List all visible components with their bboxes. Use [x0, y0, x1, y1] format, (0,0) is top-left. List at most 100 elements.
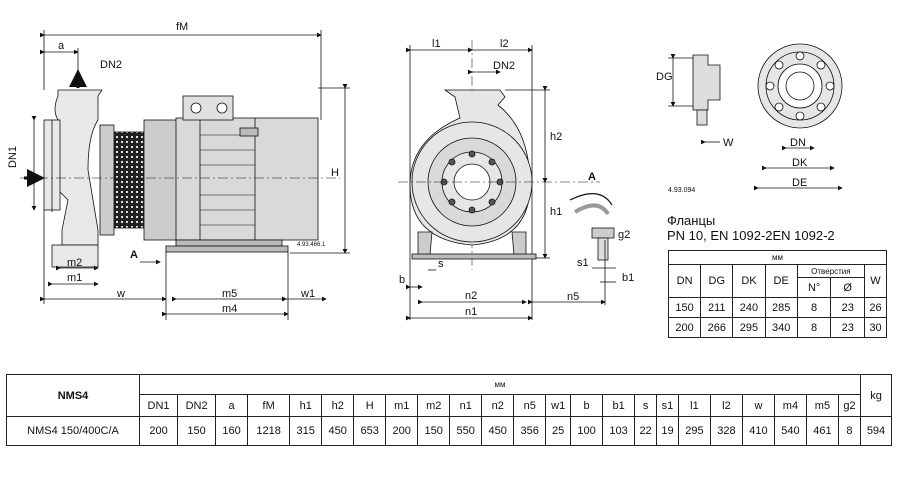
cell-m5: 461	[805, 416, 839, 446]
dim-DN1: DN1	[7, 146, 19, 168]
cell-b1: 103	[602, 416, 636, 446]
dim-l2: l2	[500, 38, 509, 50]
side-view-labels: fM a DN2 DN1 H A m2 m1 w m5 w1 m4 4.93.4…	[7, 21, 339, 315]
cell: 8	[796, 297, 832, 318]
column-header-n5: n5	[513, 394, 547, 417]
flange-unit: мм	[668, 250, 887, 265]
model-header: NMS4	[6, 374, 140, 417]
table-row: 150 211 240 285 8 23 26	[667, 297, 888, 318]
cell-fm: 1218	[247, 416, 291, 446]
flange-header-w: W	[863, 264, 888, 298]
column-header-h: H	[353, 394, 387, 417]
column-header-dn2: DN2	[177, 394, 217, 417]
cell: 23	[830, 297, 865, 318]
cell-h: 653	[353, 416, 387, 446]
dim-DN2: DN2	[100, 59, 122, 71]
flange-table: мм DN DG DK DE Отверстия W N° Ø 150 211 …	[667, 250, 888, 338]
cell-m4: 540	[773, 416, 807, 446]
dim-W: W	[723, 137, 734, 149]
cell-s: 22	[634, 416, 658, 446]
front-view	[398, 40, 616, 321]
column-header-b: b	[570, 394, 604, 417]
dim-n2: n2	[465, 290, 477, 302]
cell: 150	[667, 297, 702, 318]
cell-w1: 25	[545, 416, 572, 446]
column-header-m4: m4	[773, 394, 807, 417]
column-header-m2: m2	[417, 394, 451, 417]
flange-view-labels: DG W DN DK DE 4.93.094	[656, 71, 808, 194]
column-header-l1: l1	[677, 394, 711, 417]
weight-header: kg	[860, 374, 892, 417]
column-header-n1: n1	[449, 394, 483, 417]
dim-m5: m5	[222, 288, 237, 300]
dim-fM: fM	[176, 21, 188, 33]
cell: 340	[764, 317, 798, 338]
dim-w: w	[116, 288, 125, 300]
cell: 200	[667, 317, 702, 338]
cell-dn2: 150	[177, 416, 217, 446]
cell-weight: 594	[860, 416, 892, 446]
flange-header-de: DE	[764, 264, 798, 298]
column-header-fm: fM	[247, 394, 291, 417]
view-A-front: A	[588, 171, 596, 183]
column-header-s: s	[634, 394, 658, 417]
column-header-h2: h2	[321, 394, 355, 417]
flange-title-line1: Фланцы	[667, 213, 716, 228]
dim-m2: m2	[67, 257, 82, 269]
flange-subheader-n: N°	[796, 277, 832, 298]
flange-drawing-ref: 4.93.094	[668, 187, 695, 194]
column-header-g2: g2	[837, 394, 862, 417]
column-header-l2: l2	[709, 394, 743, 417]
cell-w: 410	[741, 416, 775, 446]
dim-s: s	[438, 258, 444, 270]
cell-s1: 19	[656, 416, 679, 446]
dim-DG: DG	[656, 71, 673, 83]
flange-subheader-d: Ø	[830, 277, 865, 298]
dim-DE: DE	[792, 177, 807, 189]
cell: 285	[764, 297, 798, 318]
dim-g2: g2	[618, 229, 630, 241]
dim-DN2-front: DN2	[493, 60, 515, 72]
dim-n5: n5	[567, 291, 579, 303]
cell: 295	[732, 317, 766, 338]
dim-s1: s1	[577, 257, 589, 269]
dim-h1: h1	[550, 206, 562, 218]
main-unit: мм	[139, 374, 861, 395]
cell-h1: 315	[289, 416, 323, 446]
flange-header-dg: DG	[700, 264, 734, 298]
flange-header-dk: DK	[732, 264, 766, 298]
column-header-n2: n2	[481, 394, 515, 417]
table-row: 200 266 295 340 8 23 30	[667, 317, 888, 338]
cell: 23	[830, 317, 865, 338]
dim-m4: m4	[222, 303, 237, 315]
drawing-ref: 4.93.466.1	[297, 242, 326, 248]
front-view-labels: l1 l2 DN2 h2 h1 A b s n2 n5 n1 g2 s1 b1	[399, 38, 634, 318]
column-header-dn1: DN1	[138, 394, 179, 417]
cell-l2: 328	[709, 416, 743, 446]
column-header-s1: s1	[656, 394, 679, 417]
cell-n5: 356	[513, 416, 547, 446]
cell-dn1: 200	[138, 416, 179, 446]
cell-g2: 8	[837, 416, 862, 446]
dim-l1: l1	[432, 38, 441, 50]
model-name: NMS4 150/400C/A	[6, 416, 140, 446]
flange-view	[668, 43, 843, 191]
flange-title: Фланцы PN 10, EN 1092-2EN 1092-2	[667, 213, 835, 243]
flange-header-dn: DN	[667, 264, 702, 298]
cell-b: 100	[570, 416, 604, 446]
dim-H: H	[331, 167, 339, 179]
column-header-b1: b1	[602, 394, 636, 417]
column-header-m5: m5	[805, 394, 839, 417]
cell-n2: 450	[481, 416, 515, 446]
column-header-w: w	[741, 394, 775, 417]
dim-DN: DN	[790, 137, 806, 149]
cell: 266	[700, 317, 734, 338]
column-header-a: a	[215, 394, 249, 417]
cell-n1: 550	[449, 416, 483, 446]
dim-n1: n1	[465, 306, 477, 318]
dim-w1: w1	[300, 288, 315, 300]
dim-a: a	[58, 40, 65, 52]
cell: 240	[732, 297, 766, 318]
